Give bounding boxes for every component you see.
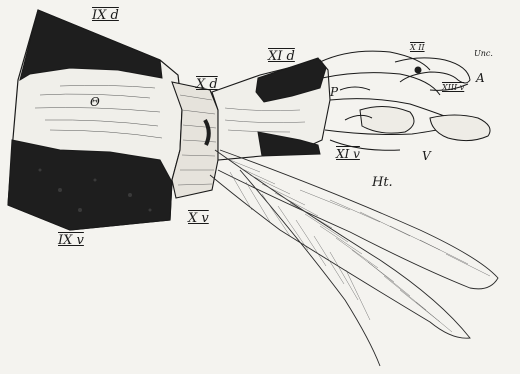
label-xi-v: XI v [336, 148, 360, 160]
label-xi-d: XI d [268, 50, 295, 63]
label-ix-d: IX d [92, 9, 119, 22]
label-x-d: X d [196, 78, 218, 91]
segment-xi [212, 58, 330, 160]
label-a: A [476, 72, 485, 84]
segment-ix [8, 10, 182, 230]
hair-strokes [230, 160, 490, 332]
label-ix-v: IX v [58, 234, 84, 247]
hair-tufts [210, 150, 498, 366]
appendages [320, 51, 490, 150]
label-x-v: X v [188, 212, 209, 225]
label-theta: Θ [90, 96, 100, 108]
label-p: P [330, 86, 338, 98]
label-x-ii: X II [410, 44, 425, 52]
label-unc: Unc. [474, 50, 493, 58]
label-v: V [422, 150, 431, 162]
label-ht: Ht. [372, 176, 393, 189]
label-xiii-v: XIII v [442, 84, 464, 92]
